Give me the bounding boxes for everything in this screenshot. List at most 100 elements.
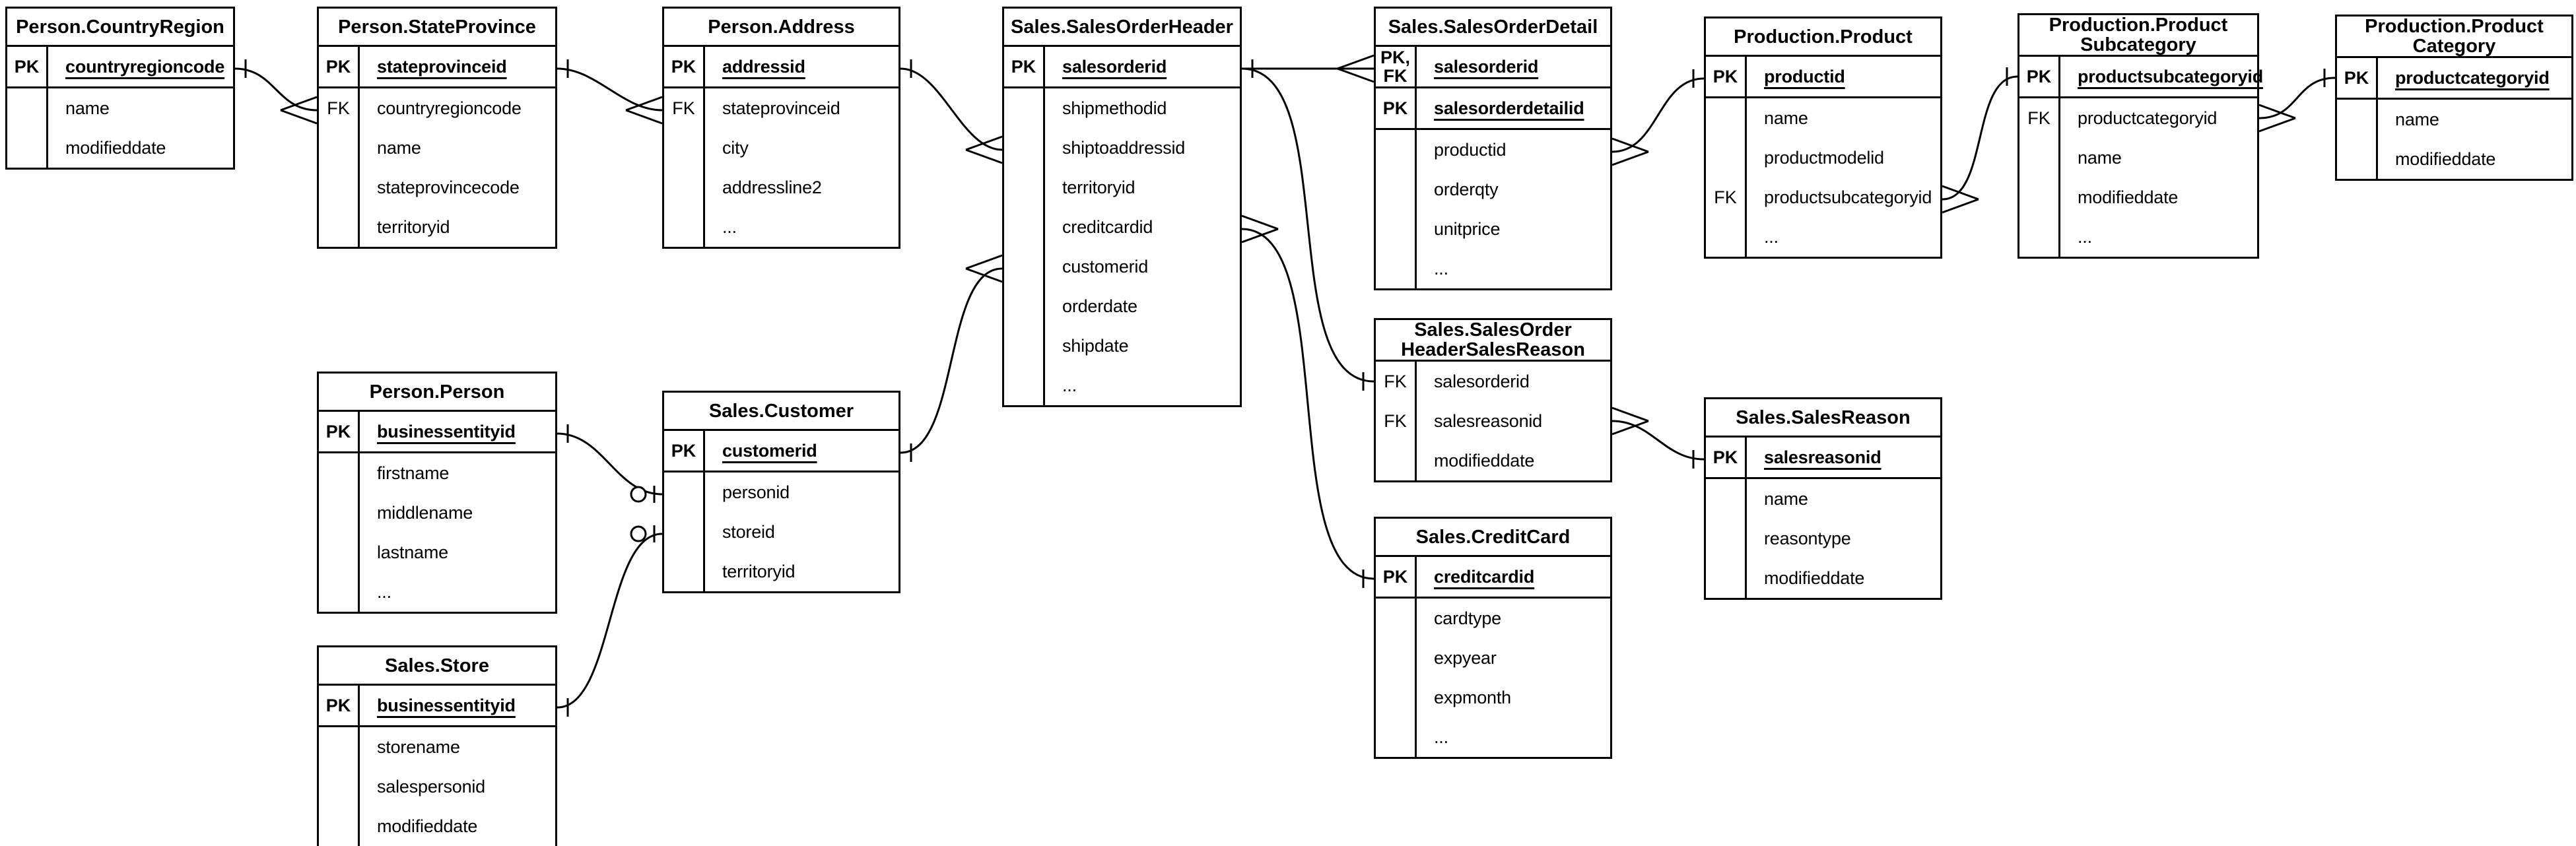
attribute-row: name [1706,98,1940,138]
attribute-row: customerid [1004,247,1240,286]
relationship-countryregion-stateprovince[interactable] [234,59,318,125]
key-badge-empty [2337,139,2378,179]
attribute-row: ... [319,572,555,612]
key-badge-empty [319,806,360,846]
attribute-name: name [1764,108,1808,128]
key-badge-empty [1376,209,1417,249]
attribute-row: name [7,88,233,128]
key-badge: PK [1706,438,1747,477]
attribute-row: name [2019,138,2257,178]
key-badge-empty [7,88,48,128]
key-badge-empty [319,168,360,207]
attribute-name: name [2395,109,2439,129]
relationship-line[interactable] [900,67,1003,151]
relationship-line[interactable] [557,533,663,709]
attribute-row: modifieddate [7,128,233,168]
entity-title: Sales.CreditCard [1376,519,1610,557]
pk-attribute-name: salesreasonid [1764,447,1881,467]
key-badge-empty [319,453,360,493]
key-badge: PK [2337,58,2378,98]
relationship-salesorderdetail-product[interactable] [1611,69,1705,166]
attribute-name: creditcardid [1062,216,1153,237]
key-badge-empty [1706,138,1747,178]
attribute-name: salespersonid [377,776,486,797]
relationship-line[interactable] [1942,75,2018,201]
relationship-customer-salesorderheader[interactable] [900,254,1003,462]
relationship-salesorderheader-creditcard[interactable] [1241,214,1374,588]
relationship-line[interactable] [2258,77,2336,119]
attribute-row: cardtype [1376,599,1610,638]
attribute-name: reasontype [1764,528,1851,548]
relationship-line[interactable] [900,267,1003,454]
attribute-row: territoryid [664,552,898,591]
pk-attribute-name: stateprovinceid [377,56,507,77]
key-badge-empty [2019,138,2060,178]
relationship-line[interactable] [1241,228,1374,580]
attribute-name: addressline2 [722,177,822,197]
attribute-name: ... [1764,226,1779,247]
entity-title: Sales.SalesOrderHeader [1004,9,1240,47]
attribute-name: countryregioncode [377,98,522,118]
relationship-person-customer[interactable] [557,424,663,503]
attribute-name: personid [722,482,790,502]
relationship-line[interactable] [557,432,663,496]
relationship-stateprovince-address[interactable] [557,59,663,125]
attribute-row: modifieddate [1706,558,1940,598]
attribute-name: territoryid [722,561,796,581]
key-badge-empty [1004,207,1045,247]
relationship-salesorderheader-salesorderdetail[interactable] [1241,54,1374,83]
key-badge: PK [7,47,48,86]
attribute-row: ... [1376,717,1610,757]
relationship-address-salesorderheader[interactable] [900,59,1003,164]
attribute-name: productsubcategoryid [1764,187,1932,207]
relationship-line[interactable] [1611,420,1705,461]
attribute-name: expyear [1434,647,1497,668]
relationship-line[interactable] [234,67,318,112]
attribute-row: orderdate [1004,286,1240,326]
cardinality-many-marker [625,109,663,125]
key-badge-empty [1376,599,1417,638]
key-badge-empty [664,207,705,247]
relationship-product-productsubcategory[interactable] [1942,67,2018,214]
cardinality-many-marker [1241,228,1279,244]
relationship-salesorderheadersalesreason-salesreason[interactable] [1611,407,1705,469]
relationship-store-customer[interactable] [557,525,663,717]
attribute-name: salesorderid [1434,371,1530,391]
attribute-name: productid [1434,139,1507,160]
attribute-row: modifieddate [319,806,555,846]
relationship-line[interactable] [1611,77,1705,153]
key-badge: PK [319,686,360,725]
attribute-row: middlename [319,493,555,533]
relationship-line[interactable] [1241,67,1374,383]
relationship-productsubcategory-productcategory[interactable] [2258,69,2336,133]
relationship-line[interactable] [557,67,663,112]
relationship-salesorderheader-salesorderheadersalesreason[interactable] [1241,67,1374,391]
